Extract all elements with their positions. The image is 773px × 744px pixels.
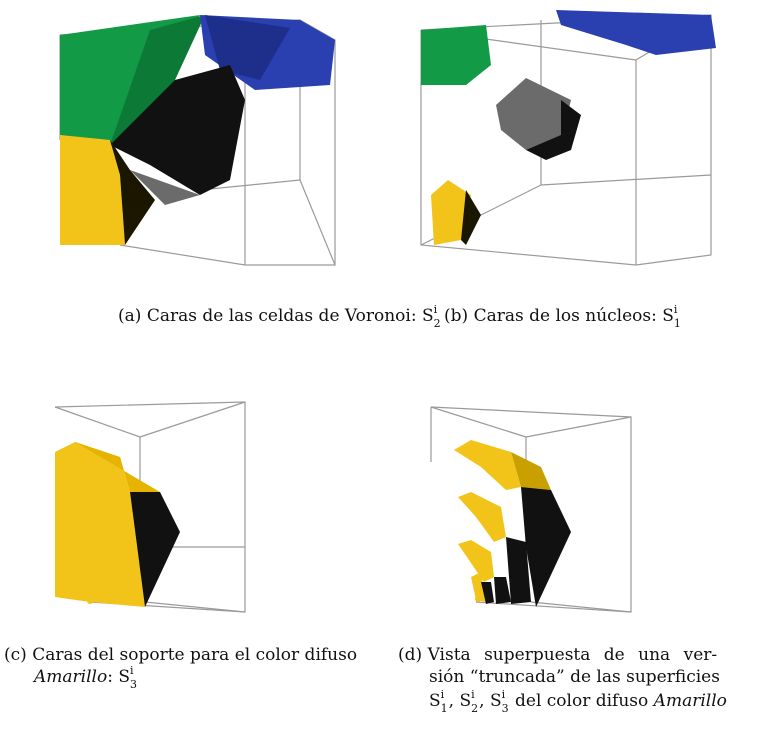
caption-c-line1: Caras del soporte para el color difuso [32,645,357,665]
nuclei-figure [386,0,773,290]
caption-b-math: S [662,306,674,326]
caption-c-colon: : [107,667,113,687]
caption-b-sub: 1 [674,313,681,335]
caption-c: (c) Caras del soporte para el color difu… [4,644,379,688]
caption-d-math-2: S [459,691,471,711]
voronoi-cells-figure [0,0,386,290]
caption-d-math-1: S [429,691,441,711]
support-faces-figure [0,372,386,642]
caption-d-sub-3: 3 [502,698,509,720]
caption-d-sub-1: 1 [441,698,448,720]
caption-d-math-3: S [490,691,502,711]
caption-d-label: (d) [398,645,422,665]
caption-a-label: (a) [118,306,141,326]
caption-d: (d) Vista superpuesta de una ver- sión “… [398,644,764,712]
green-nucleus [421,25,491,85]
caption-d-italic: Amarillo [654,691,727,711]
caption-d-line3-text: del color difuso [515,691,648,711]
caption-c-label: (c) [4,645,27,665]
caption-c-italic: Amarillo [34,667,107,687]
caption-b-label: (b) [444,306,468,326]
caption-a-text: Caras de las celdas de Voronoi: [147,306,417,326]
blue-nucleus [556,10,716,55]
caption-d-sub-2: 2 [471,698,478,720]
superposed-figure [386,372,773,642]
yellow-support [55,442,145,607]
panel-c: (c) Caras del soporte para el color difu… [0,372,386,744]
caption-d-line1: Vista superpuesta de una ver- [428,645,718,665]
caption-c-math: S [118,667,130,687]
panel-d: (d) Vista superpuesta de una ver- sión “… [386,372,773,744]
caption-c-sub: 3 [130,674,137,696]
caption-b-text: Caras de los núcleos: [474,306,657,326]
